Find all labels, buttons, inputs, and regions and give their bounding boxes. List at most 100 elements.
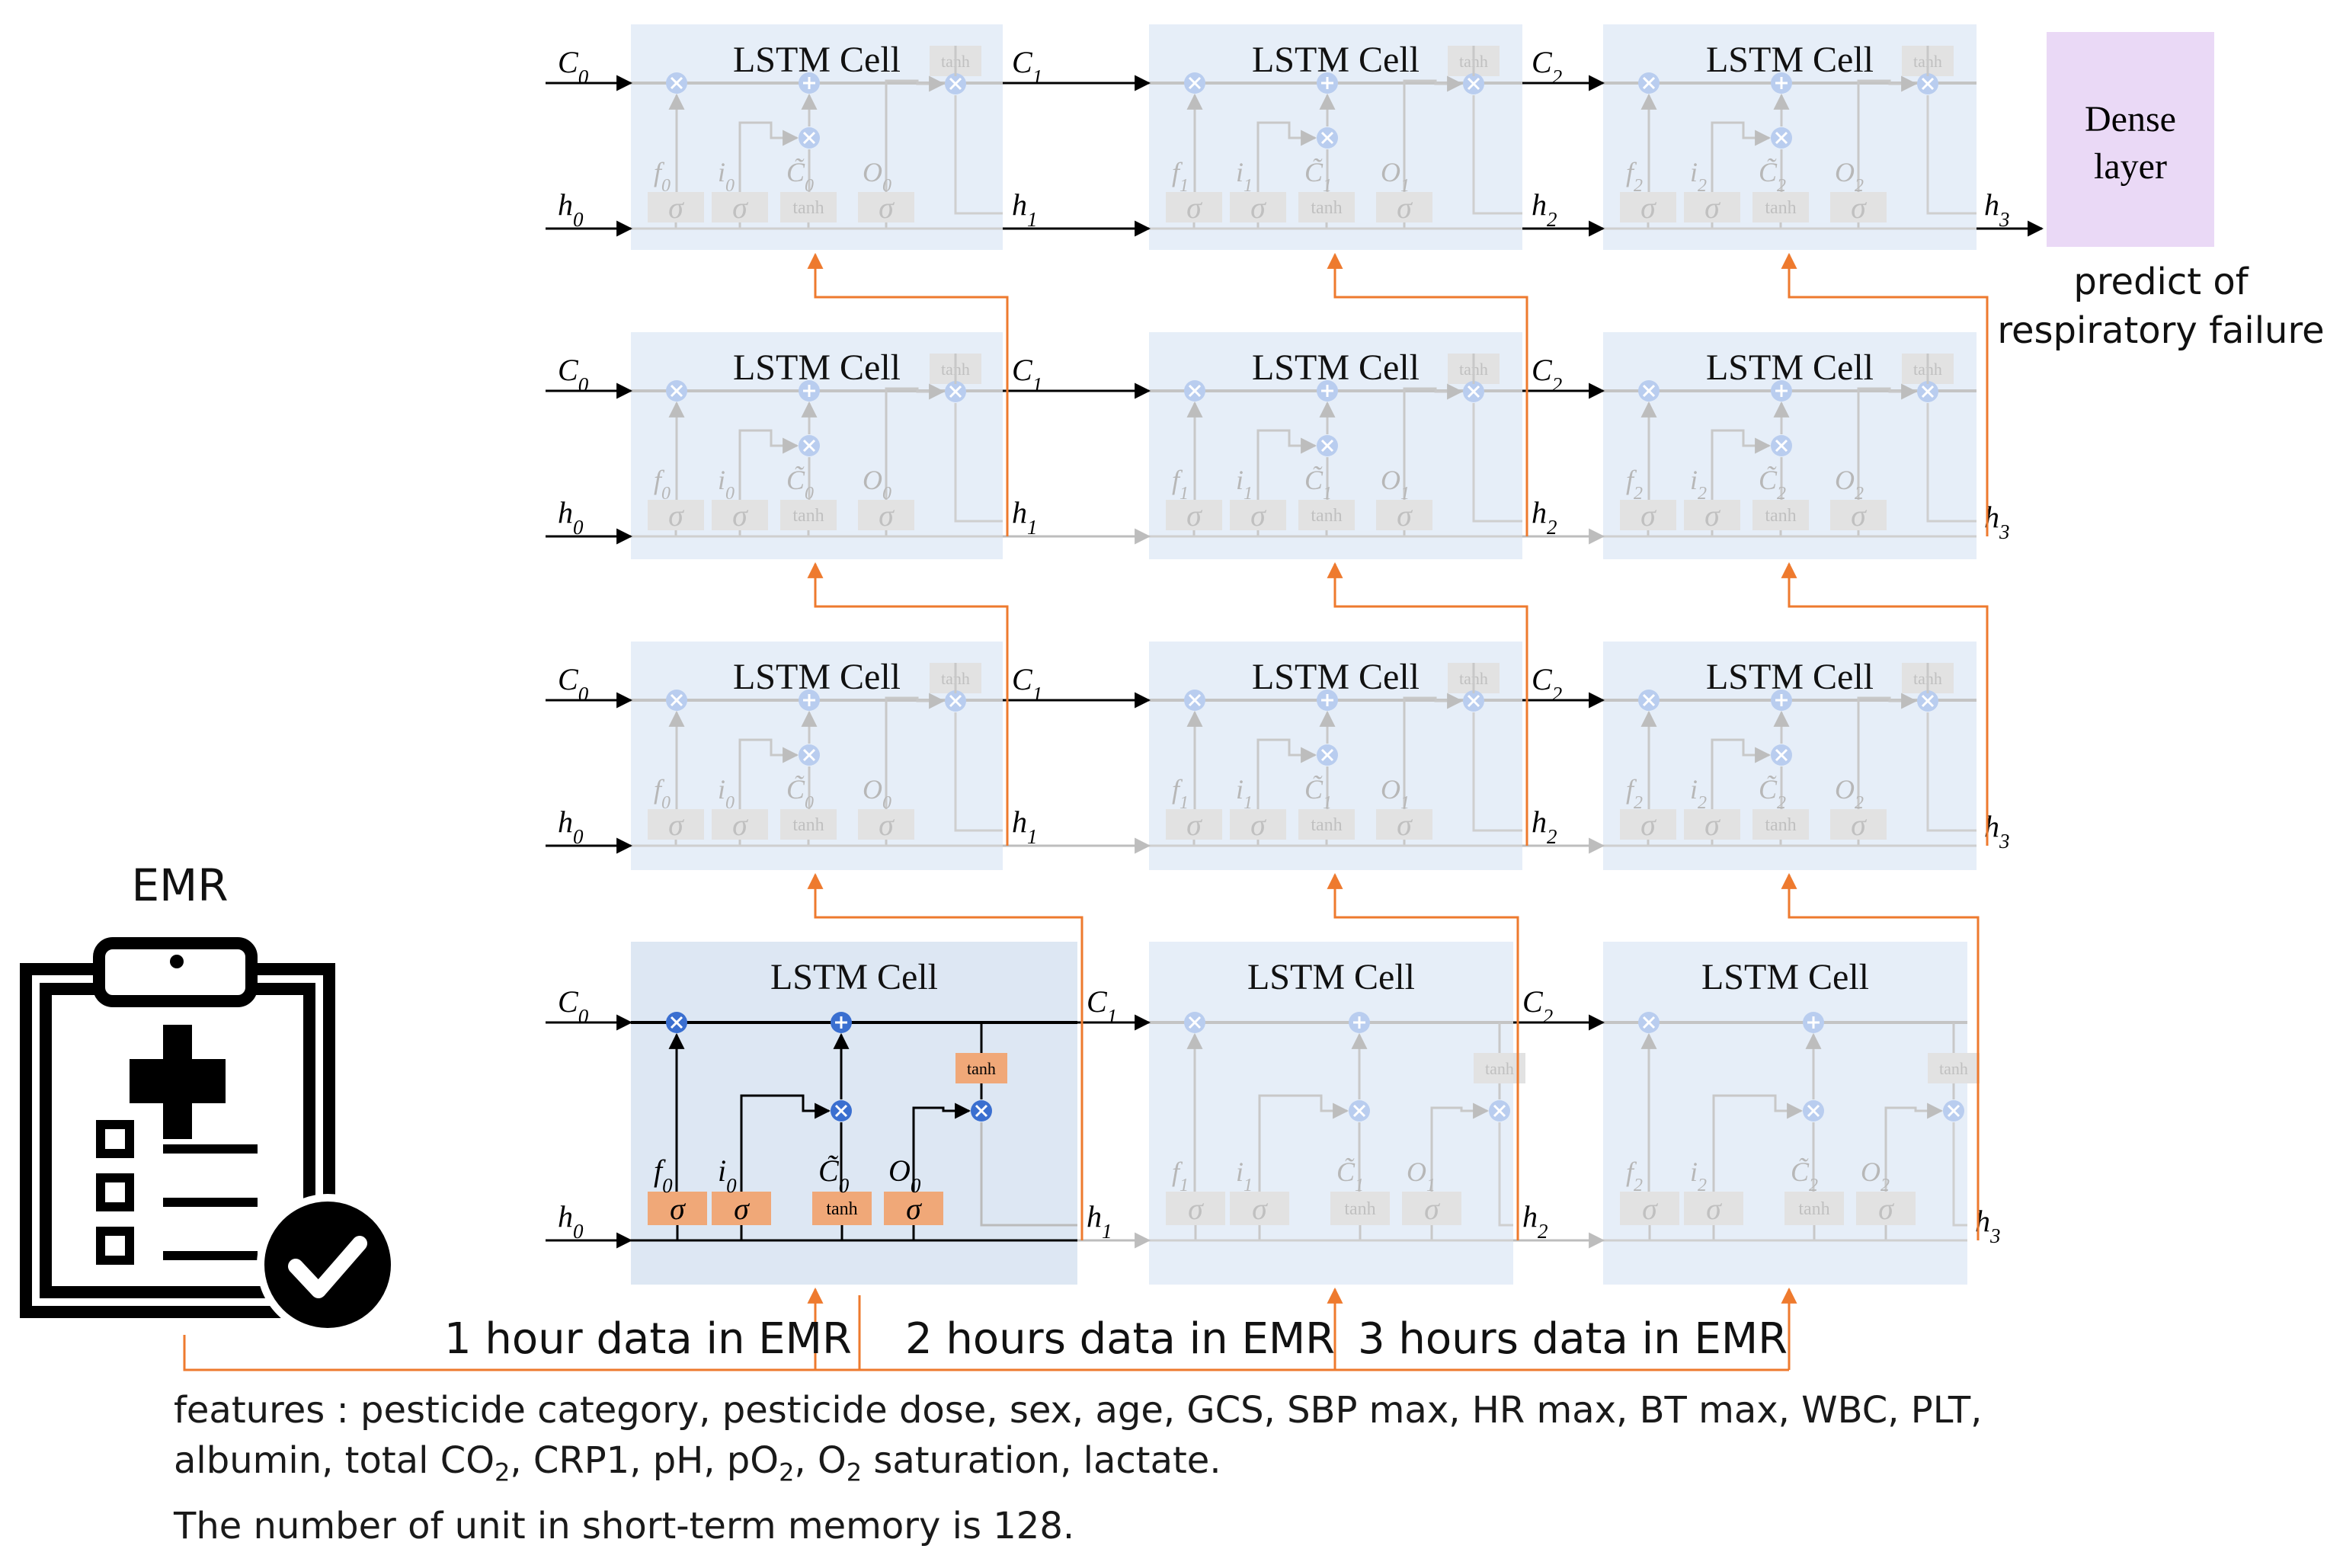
output-multiply-node [1917,381,1938,402]
dense-layer: Dense layer [2047,32,2214,247]
input-label-3h: 3 hours data in EMR [1358,1314,1788,1364]
cell-state-label-r4-c2: C1 [1087,984,1117,1028]
output-multiply-node [1489,1100,1510,1122]
hidden-state-label-r2-c3: h2 [1532,495,1557,539]
gate-label-input: i1 [1236,157,1253,196]
cell-title: LSTM Cell [1252,40,1420,80]
hidden-state-label-r1-c1: h0 [558,187,584,231]
input-gate-box [1230,192,1286,222]
input-multiply-node [831,1100,852,1122]
output-tanh-label: tanh [1939,1059,1968,1078]
add-node [1317,690,1338,711]
output-gate-box [858,192,914,222]
input-gate-symbol: σ [732,498,748,533]
forget-gate-box [1166,500,1222,530]
candidate-gate-symbol: tanh [1765,506,1796,526]
candidate-gate-box [1330,1192,1390,1225]
gate-label-candidate: C̃2 [1791,1157,1818,1195]
cell-title: LSTM Cell [733,657,901,697]
forget-gate-box [648,1192,707,1225]
output-gate-symbol: σ [1397,498,1413,533]
gate-label-input: i2 [1690,1157,1707,1195]
output-gate-symbol: σ [1851,190,1867,225]
output-gate-symbol: σ [1397,190,1413,225]
layer-connector-r3-c1 [807,562,1009,846]
candidate-gate-box [1298,192,1355,222]
add-node [1317,380,1338,402]
input-multiply-node [799,127,820,149]
candidate-gate-symbol: tanh [1311,506,1342,526]
forget-gate-symbol: σ [670,1192,686,1226]
output-gate-symbol: σ [906,1192,922,1226]
hidden-state-label-r3-c3: h2 [1532,805,1557,848]
cell-box [1149,942,1513,1285]
forget-multiply-node [666,690,687,711]
cell-state-label-r4-c3: C2 [1522,984,1553,1028]
input-gate-symbol: σ [732,190,748,225]
gate-label-input: i2 [1690,774,1707,813]
candidate-gate-symbol: tanh [826,1199,857,1219]
forget-gate-box [1166,192,1222,222]
candidate-gate-box [780,192,837,222]
output-gate-box [1830,500,1887,530]
cell-title: LSTM Cell [733,40,901,80]
forget-multiply-node [666,1012,687,1033]
hidden-state-label-r1-c3: h2 [1532,187,1557,231]
gate-label-output: O1 [1381,774,1410,813]
input-gate-box [1684,1192,1743,1225]
input-multiply-node [799,744,820,766]
forget-multiply-node [1184,690,1205,711]
units-note: The number of unit in short-term memory … [174,1505,1075,1547]
input-gate-box [1230,500,1286,530]
output-gate-symbol: σ [1851,808,1867,842]
input-multiply-node [799,435,820,456]
candidate-gate-box [1298,500,1355,530]
input-multiply-node [1317,127,1338,149]
layer-connector-r4-c1 [807,872,1083,1240]
output-multiply-node [1917,690,1938,712]
gate-label-output: O0 [863,465,891,504]
gate-label-candidate: C̃0 [786,465,814,504]
output-gate-box [1376,192,1432,222]
output-gate-box [858,500,914,530]
cell-state-label-r1-c2: C1 [1012,45,1042,88]
candidate-gate-symbol: tanh [1311,815,1342,835]
add-node [1771,380,1792,402]
input-gate-box [1230,1192,1289,1225]
gate-label-input: i2 [1690,157,1707,196]
output-tanh-box [955,1053,1007,1083]
output-gate-symbol: σ [879,498,895,533]
cell-state-label-r4-c1: C0 [558,984,589,1028]
add-node [799,72,820,94]
output-multiply-node [1463,381,1484,402]
gate-label-candidate: C̃1 [1336,1157,1364,1195]
input-gate-box [712,809,768,840]
cell-state-label-r3-c2: C1 [1012,662,1042,706]
gate-label-input: i0 [718,465,735,504]
forget-gate-symbol: σ [1640,498,1656,533]
layer-connector-r3-c2 [1327,562,1528,846]
input-gate-box [1230,809,1286,840]
forget-gate-symbol: σ [1188,1192,1204,1226]
input-gate-box [712,500,768,530]
cell-title: LSTM Cell [733,347,901,388]
output-gate-symbol: σ [1397,808,1413,842]
forget-gate-box [648,809,704,840]
output-gate-symbol: σ [879,808,895,842]
cell-box [1603,942,1967,1285]
gate-label-input: i0 [718,1154,737,1197]
candidate-gate-box [780,809,837,840]
output-multiply-node [1943,1100,1964,1122]
candidate-gate-symbol: tanh [792,506,824,526]
candidate-gate-box [1752,192,1809,222]
gate-label-candidate: C̃1 [1304,157,1332,196]
add-node [1771,72,1792,94]
candidate-gate-box [1752,809,1809,840]
gate-label-output: O2 [1861,1157,1890,1195]
final-hidden-label-r1: h3 [1984,187,2010,231]
gate-label-input: i2 [1690,465,1707,504]
gate-label-output: O0 [888,1154,921,1197]
